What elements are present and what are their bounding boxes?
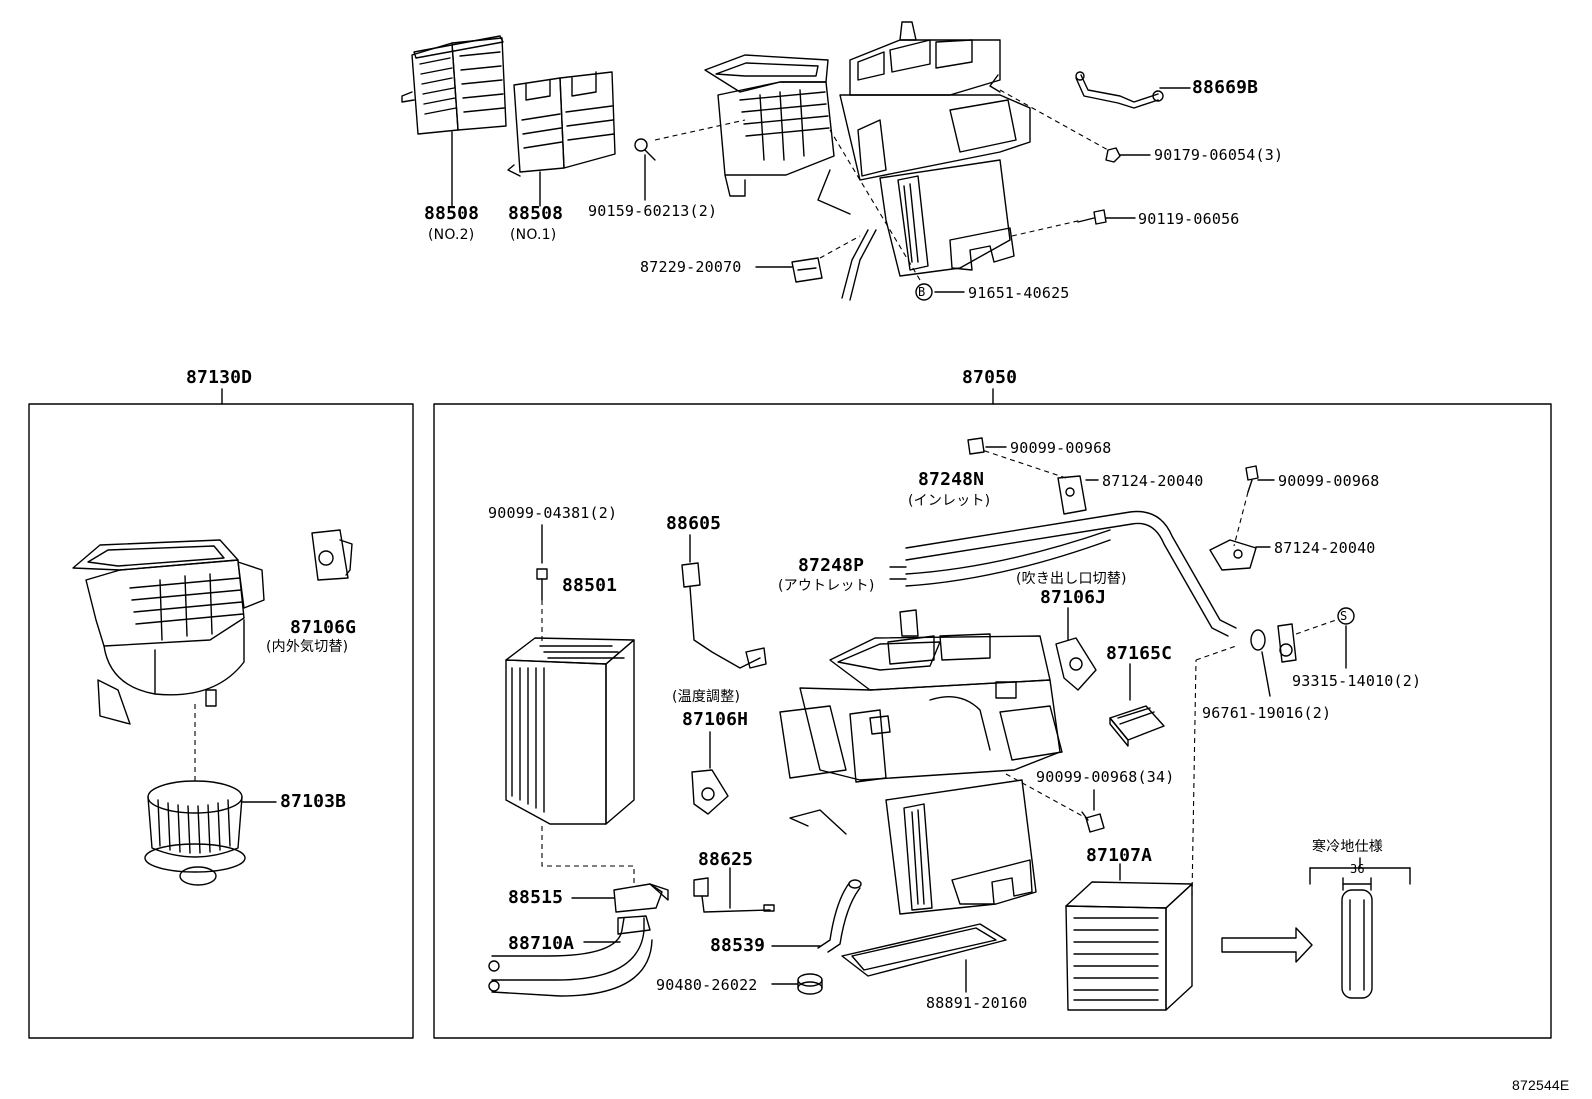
label-87106j: 87106J	[1040, 587, 1107, 608]
label-88891-20160: 88891-20160	[926, 994, 1028, 1012]
label-88710a: 88710A	[508, 933, 575, 954]
blower-fan-87103b-drawing	[144, 780, 246, 886]
label-87106g-note: (内外気切替)	[266, 639, 349, 655]
label-90159-60213: 90159-60213(2)	[588, 202, 718, 220]
cold-spec-arrow-drawing	[1221, 927, 1313, 963]
label-96761-19016: 96761-19016(2)	[1202, 704, 1332, 722]
nut-90179-drawing	[1105, 147, 1121, 163]
label-88508-no2: 88508	[424, 203, 480, 224]
heater-housing-top-drawing	[704, 21, 1031, 301]
cold-spec-core-drawing	[1309, 857, 1411, 999]
label-87229-20070: 87229-20070	[640, 258, 742, 276]
label-88605: 88605	[666, 513, 722, 534]
label-88508-no1-note: (NO.1)	[510, 227, 557, 243]
label-88508-no1: 88508	[508, 203, 564, 224]
grommet-90480-drawing	[797, 973, 823, 995]
label-93315-14010: 93315-14010(2)	[1292, 672, 1422, 690]
pipe-88710a-drawing	[488, 915, 653, 997]
bolt-90099-00968-b-drawing	[1245, 465, 1259, 493]
resistor-87165c-drawing	[1109, 705, 1165, 747]
bracket-87229-drawing	[791, 257, 823, 283]
label-87124-20040-a: 87124-20040	[1102, 472, 1204, 490]
label-87106g: 87106G	[290, 617, 357, 638]
label-87106h: 87106H	[682, 709, 749, 730]
label-88501: 88501	[562, 575, 618, 596]
expansion-valve-88515-drawing	[613, 883, 669, 913]
label-87248n: 87248N	[918, 469, 985, 490]
clamp-93315-drawing	[1277, 623, 1297, 663]
sensor-88605-drawing	[681, 562, 767, 669]
screw-90159-drawing	[634, 138, 656, 161]
label-88508-no2-note: (NO.2)	[428, 227, 475, 243]
heater-core-87107a-drawing	[1065, 881, 1193, 1011]
evaporator-88501-drawing	[505, 637, 635, 825]
label-90480-26022: 90480-26022	[656, 976, 758, 994]
grommet-96761-drawing	[1250, 629, 1266, 651]
label-87248n-note: (インレット)	[908, 493, 991, 509]
label-assembly-87050: 87050	[962, 367, 1018, 388]
label-90099-00968-a: 90099-00968	[1010, 439, 1112, 457]
label-90179-06054: 90179-06054(3)	[1154, 146, 1284, 164]
bolt-90099-00968-34-drawing	[1081, 811, 1105, 833]
damper-88891-drawing	[841, 923, 1007, 977]
label-87107a: 87107A	[1086, 845, 1153, 866]
label-88515: 88515	[508, 887, 564, 908]
label-91651-40625: 91651-40625	[968, 284, 1070, 302]
label-90119-06056: 90119-06056	[1138, 210, 1240, 228]
label-87248p-note: (アウトレット)	[778, 578, 875, 594]
pipes-87248-drawing	[905, 510, 1237, 637]
assembly-box-87130d	[28, 403, 414, 1039]
label-87124-20040-b: 87124-20040	[1274, 539, 1376, 557]
label-cold-spec-title: 寒冷地仕様	[1312, 839, 1383, 855]
bracket-87124-a-drawing	[1057, 475, 1087, 515]
heater-unit-87050-drawing	[779, 609, 1063, 915]
label-assembly-87130d: 87130D	[186, 367, 253, 388]
label-88605-note: (温度調整)	[672, 689, 741, 705]
label-87165c: 87165C	[1106, 643, 1173, 664]
label-90099-04381: 90099-04381(2)	[488, 504, 618, 522]
mark-s-circle	[1337, 607, 1355, 625]
label-cold-spec-dim: 36	[1350, 862, 1365, 876]
label-90099-00968-b: 90099-00968	[1278, 472, 1380, 490]
bolt-90119-drawing	[1077, 209, 1107, 225]
label-87248p: 87248P	[798, 555, 865, 576]
figure-id: 872544E	[1512, 1077, 1570, 1093]
bracket-87124-b-drawing	[1209, 539, 1257, 571]
label-90099-00968-34: 90099-00968(34)	[1036, 768, 1175, 786]
pipe-88539-drawing	[817, 879, 862, 953]
label-87103b: 87103B	[280, 791, 347, 812]
servo-87106h-drawing	[691, 769, 729, 815]
label-88625: 88625	[698, 849, 754, 870]
servo-87106j-drawing	[1055, 637, 1097, 691]
sensor-88625-drawing	[693, 877, 775, 913]
label-mark-b: B	[918, 285, 926, 299]
label-88669b: 88669B	[1192, 77, 1259, 98]
pipe-88669b-drawing	[1075, 71, 1164, 109]
filter-88508-no2-drawing	[401, 35, 507, 135]
filter-88508-no1-drawing	[507, 71, 616, 177]
servo-87106g-drawing	[311, 529, 353, 581]
label-88539: 88539	[710, 935, 766, 956]
blower-housing-drawing	[72, 539, 265, 725]
mark-b-circle	[915, 283, 933, 301]
bolt-90099-04381-drawing	[536, 568, 548, 601]
bolt-90099-00968-a-drawing	[967, 437, 985, 455]
label-87106j-note: (吹き出し口切替)	[1016, 571, 1127, 587]
label-mark-s: S	[1340, 609, 1348, 623]
